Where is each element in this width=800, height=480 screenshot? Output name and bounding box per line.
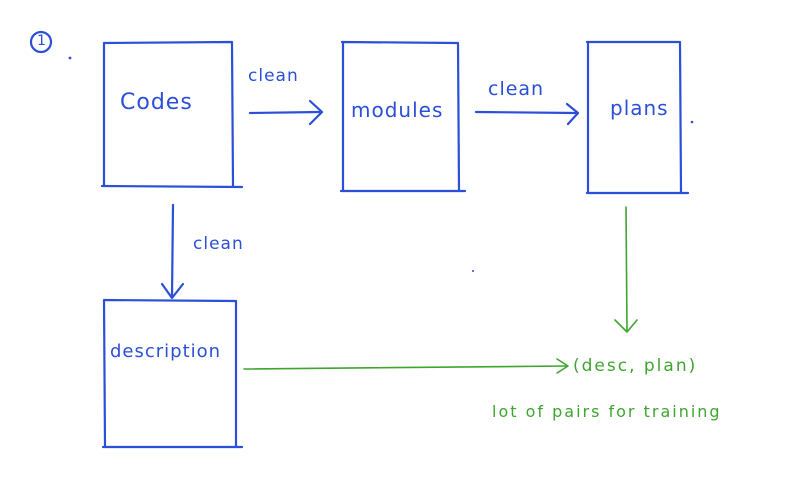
arrow-codes-to-description [160,203,185,300]
box-codes [100,40,244,189]
box-plans [585,40,690,195]
step-marker [29,30,72,60]
box-modules [339,40,467,193]
step-marker-dot [68,56,72,60]
stray-dot-center [472,270,474,272]
result-pair: (desc, plan) [573,356,698,376]
edge-label-modules-to-plans: clean [488,78,545,100]
arrow-modules-to-plans [474,102,580,126]
arrow-codes-to-modules [248,99,324,126]
edge-label-codes-to-modules: clean [248,66,299,86]
stray-dot-plans [690,120,694,124]
step-marker-number: 1 [37,33,46,49]
label-description: description [110,341,222,362]
label-plans: plans [610,96,669,120]
step-marker-circle [29,30,53,54]
result-note: lot of pairs for training [492,402,722,421]
label-modules: modules [351,98,444,122]
edge-label-codes-to-description: clean [193,234,244,254]
arrow-plans-to-pair [614,206,638,333]
box-description [101,298,244,449]
label-codes: Codes [120,90,193,115]
arrow-description-to-pair [243,358,569,374]
